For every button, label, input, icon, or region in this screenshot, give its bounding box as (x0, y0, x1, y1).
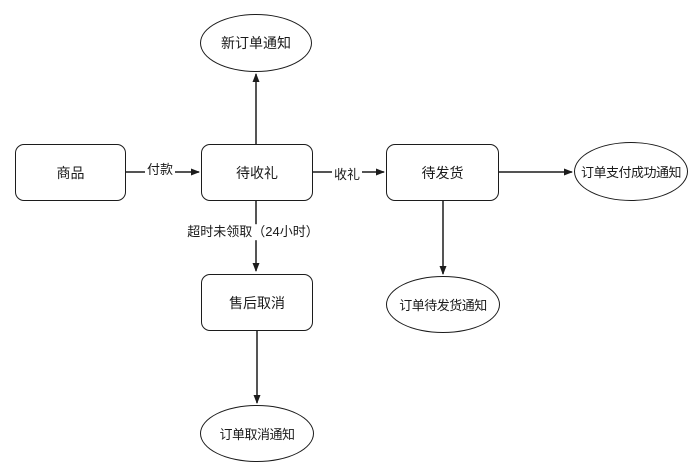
edge-label-timeout: 超时未领取（24小时） (185, 224, 321, 240)
node-new-order-notice: 新订单通知 (200, 14, 312, 72)
node-await-ship: 待发货 (386, 144, 499, 201)
node-pay-success-notice: 订单支付成功通知 (574, 142, 688, 201)
node-aftersale-cancel: 售后取消 (201, 274, 313, 331)
edge-label-receive: 收礼 (331, 167, 363, 183)
node-order-cancel-notice: 订单取消通知 (200, 405, 314, 462)
node-await-gift: 待收礼 (201, 144, 313, 201)
edge-label-pay: 付款 (144, 162, 176, 178)
node-await-ship-notice: 订单待发货通知 (386, 276, 500, 333)
node-product: 商品 (15, 144, 126, 201)
